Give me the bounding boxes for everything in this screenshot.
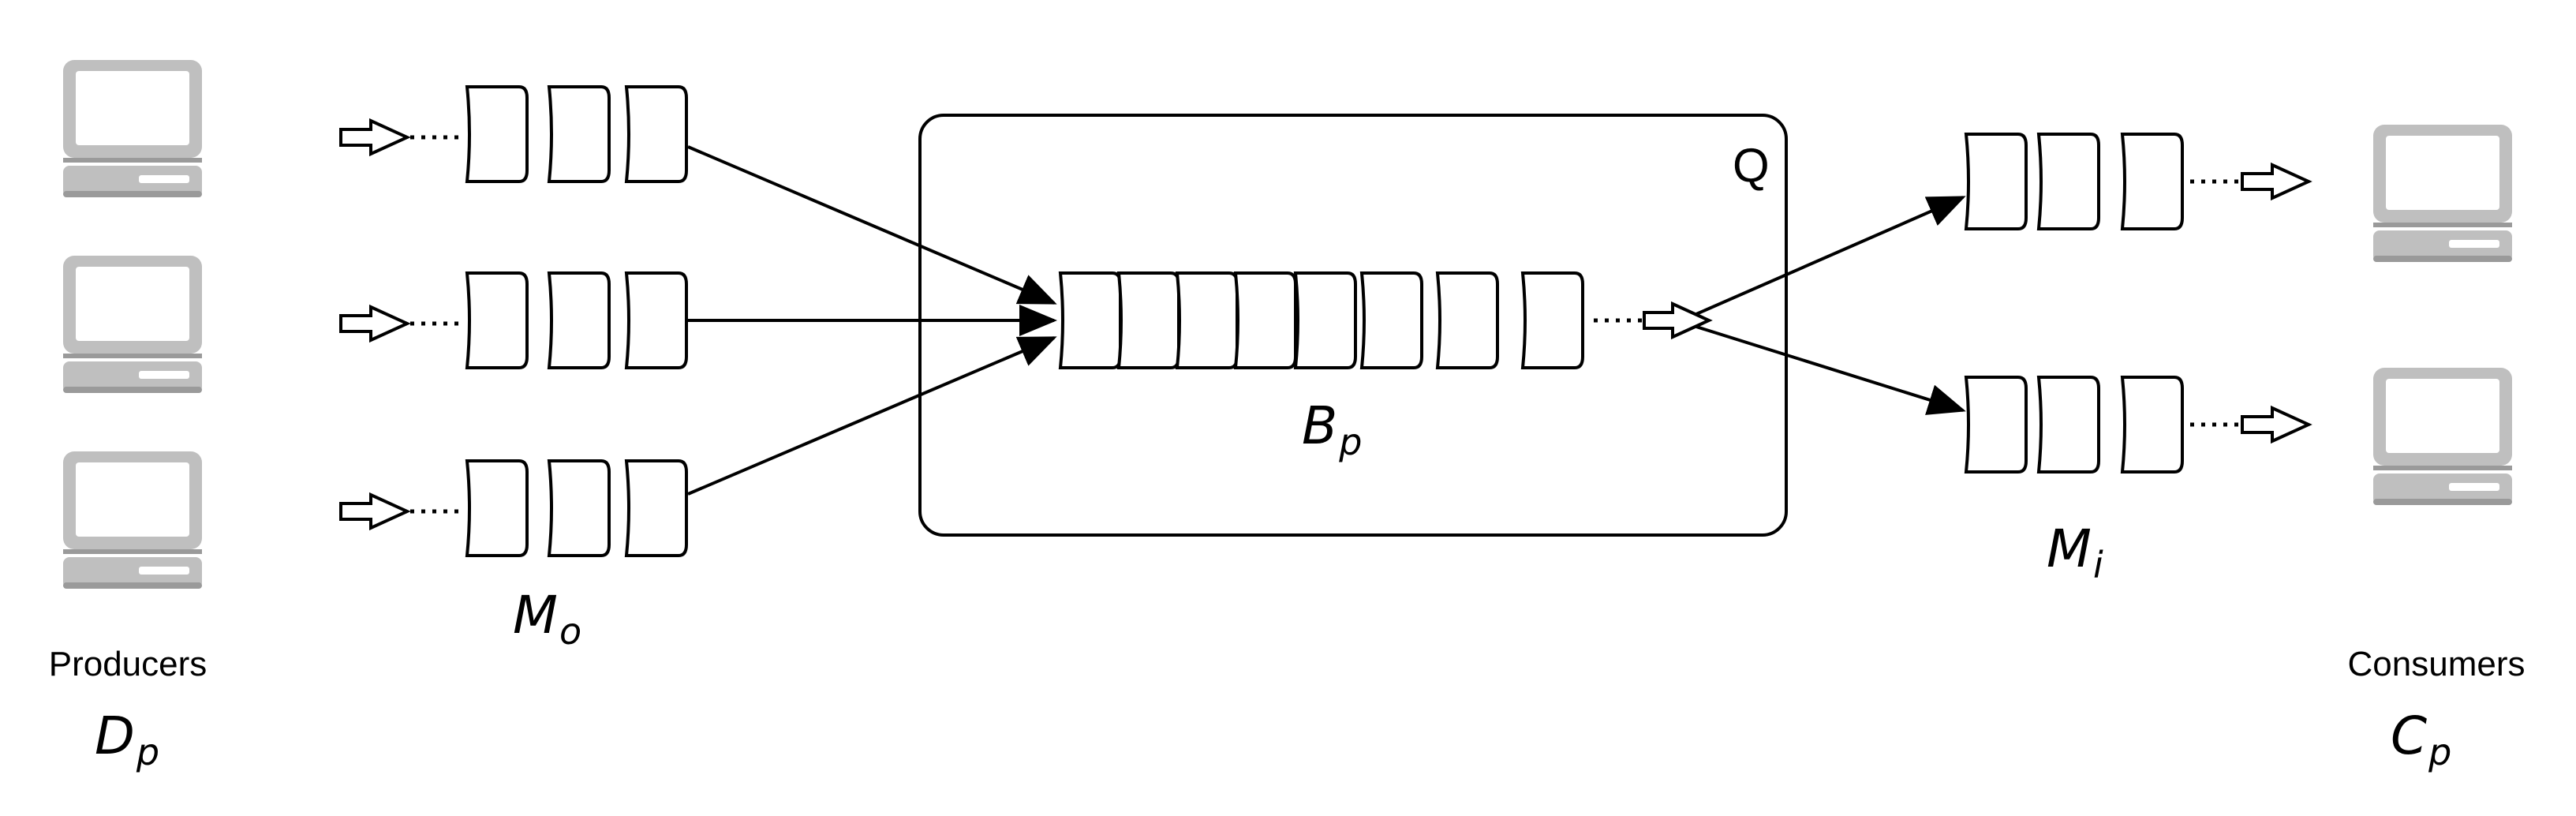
outgoing-math-sub: o [559, 610, 581, 653]
outgoing-queue-1 [339, 85, 688, 183]
hollow-arrow-icon [2241, 162, 2312, 201]
hollow-arrow-icon [339, 118, 411, 157]
computer-icon [2373, 125, 2512, 262]
buffer-slot [1234, 271, 1297, 369]
hollow-arrow-icon [1643, 301, 1713, 340]
message-slot [625, 271, 688, 369]
message-slot [2037, 376, 2100, 474]
buffer-slot [1521, 271, 1584, 369]
consumers-math-base: C [2391, 706, 2427, 766]
computer-icon [63, 256, 202, 393]
consumers-math-label: Cp [2391, 706, 2451, 773]
buffer-math-base: B [1302, 395, 1337, 456]
hollow-arrow-icon [339, 492, 411, 531]
message-slot [2121, 133, 2184, 230]
producers-math-label: Dp [95, 706, 159, 773]
producer-computer-3 [63, 451, 202, 589]
hollow-arrow-icon [339, 304, 411, 343]
consumers-label: Consumers [2348, 645, 2526, 683]
queue-box [918, 114, 1788, 537]
message-slot [625, 85, 688, 183]
buffer-slot [1294, 271, 1357, 369]
message-slot [548, 85, 611, 183]
arrow-connector [687, 145, 1057, 305]
buffer-math-sub: p [1338, 421, 1362, 463]
consumer-computer-2 [2373, 368, 2512, 505]
message-slot [465, 459, 529, 557]
message-slot [548, 459, 611, 557]
incoming-queue-1 [1965, 133, 2312, 230]
producers-math-sub: p [136, 731, 159, 773]
outgoing-queue-math-label: Mo [513, 585, 581, 653]
computer-icon [2373, 368, 2512, 505]
producer-computer-2 [63, 256, 202, 393]
message-slot [625, 459, 688, 557]
buffer-slot [1176, 271, 1239, 369]
consumers-math-sub: p [2428, 731, 2451, 773]
incoming-queue-2 [1965, 376, 2312, 474]
producers-math-base: D [95, 706, 135, 766]
message-slot [548, 271, 611, 369]
arrow-connector [1696, 325, 1966, 415]
buffer [1059, 271, 1713, 369]
buffer-slot [1360, 271, 1423, 369]
incoming-queue-math-label: Mi [2047, 518, 2103, 586]
message-slot [1965, 376, 2028, 474]
consumer-computer-1 [2373, 125, 2512, 262]
incoming-math-base: M [2047, 518, 2092, 579]
buffer-math-label: Bp [1302, 395, 1362, 463]
producer-computer-1 [63, 60, 202, 197]
incoming-math-sub: i [2093, 544, 2103, 586]
message-slot [465, 85, 529, 183]
message-slot [1965, 133, 2028, 230]
message-slot [2037, 133, 2100, 230]
buffer-slot [1059, 271, 1122, 369]
producers-label: Producers [49, 645, 208, 683]
outgoing-queue-3 [339, 459, 688, 557]
outgoing-math-base: M [513, 585, 558, 646]
queue-label: Q [1733, 139, 1770, 192]
message-slot [2121, 376, 2184, 474]
buffer-slot [1117, 271, 1180, 369]
arrow-connector [1696, 196, 1966, 316]
computer-icon [63, 60, 202, 197]
buffer-slot [1436, 271, 1499, 369]
outgoing-queue-2 [339, 271, 688, 369]
hollow-arrow-icon [2241, 405, 2312, 444]
computer-icon [63, 451, 202, 589]
arrow-connector [687, 336, 1057, 496]
message-slot [465, 271, 529, 369]
